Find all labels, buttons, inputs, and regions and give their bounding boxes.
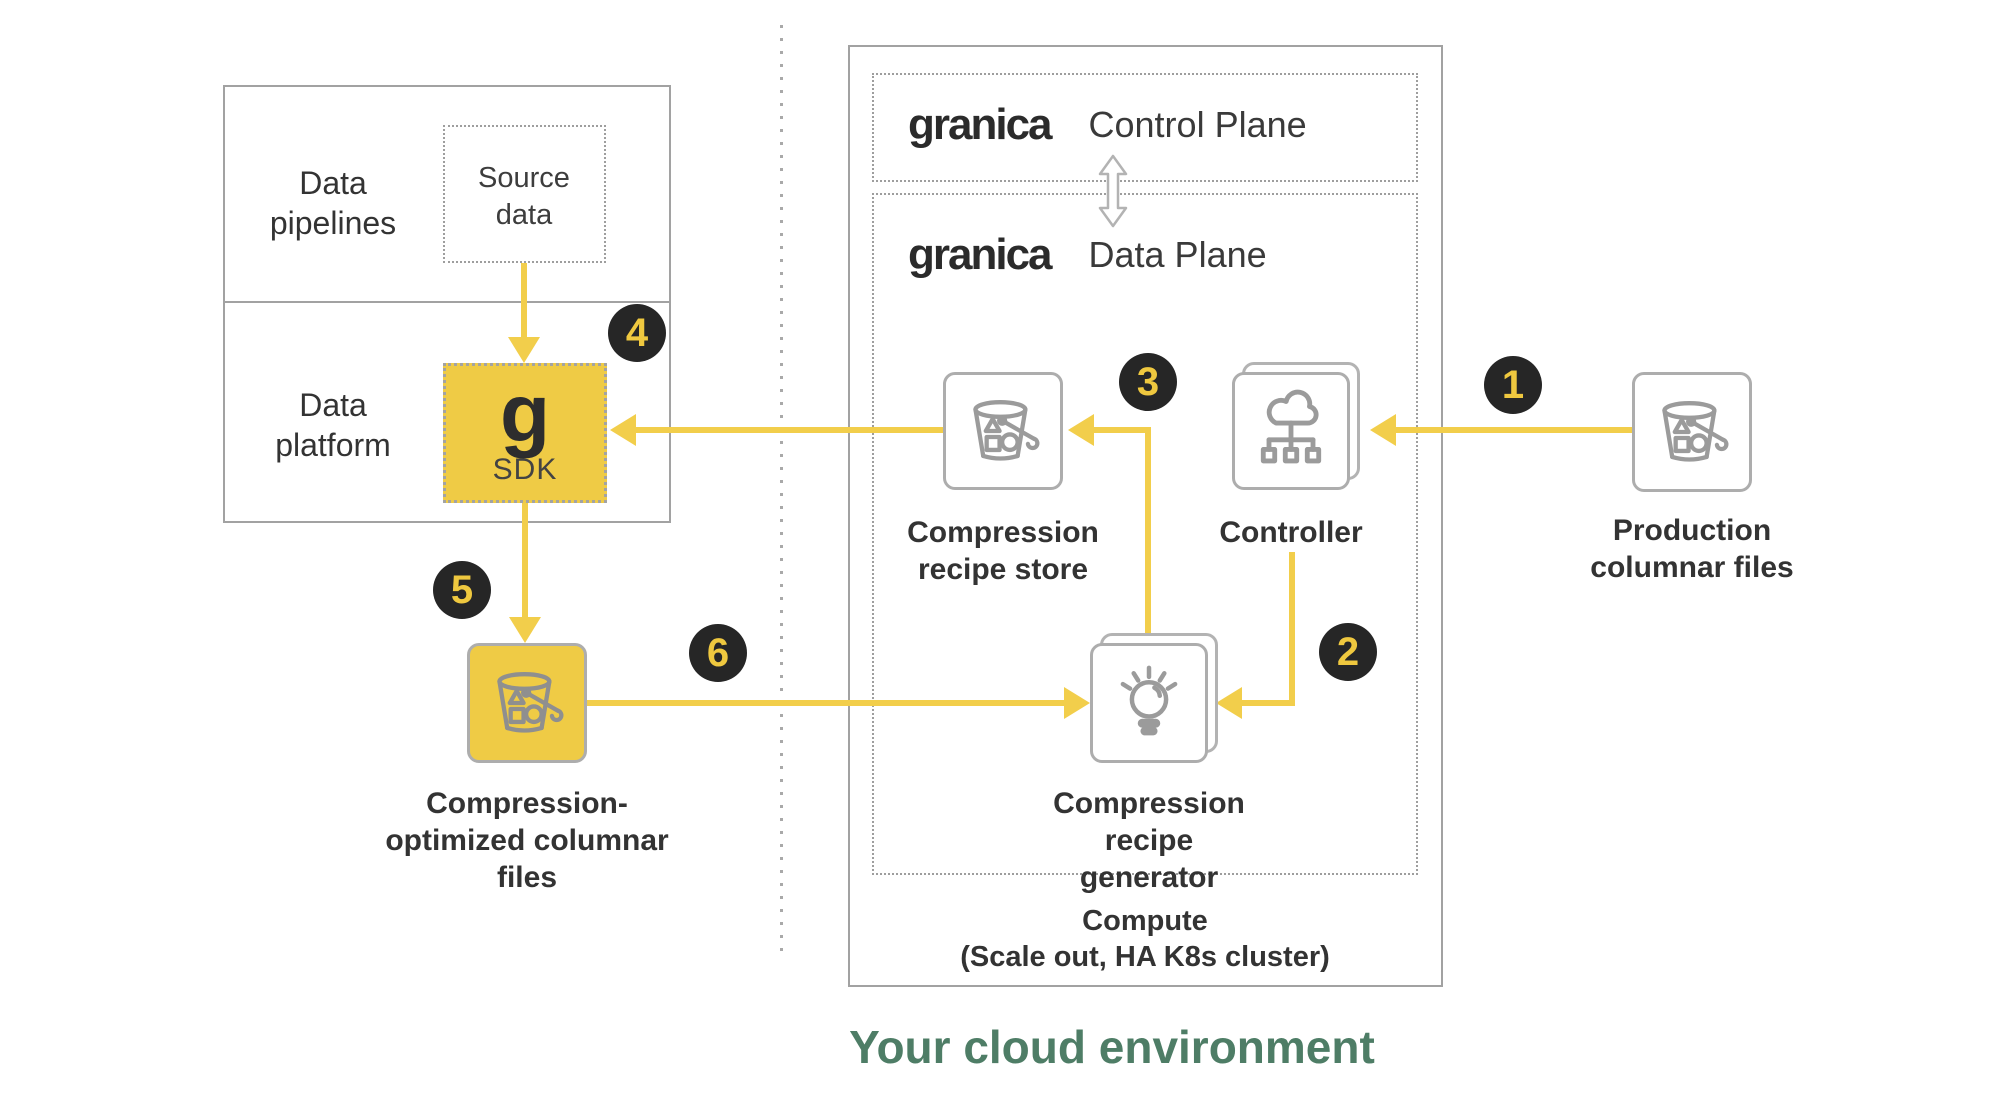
flow-arrowhead-6 bbox=[1064, 687, 1090, 719]
flow-line-4 bbox=[636, 427, 943, 433]
flow-arrowhead-5 bbox=[509, 617, 541, 643]
data-plane-box bbox=[872, 193, 1418, 875]
data-plane-label: Data Plane bbox=[1088, 234, 1267, 275]
flow-line-2-vertical bbox=[1289, 552, 1295, 706]
granica-logo: granica bbox=[908, 100, 1053, 149]
sdk-label: SDK bbox=[492, 452, 558, 486]
environment-separator bbox=[780, 25, 783, 953]
flow-line-2-horizontal bbox=[1242, 700, 1295, 706]
step-badge-5: 5 bbox=[433, 561, 491, 619]
bucket-icon bbox=[1662, 401, 1729, 462]
control-plane-label: Control Plane bbox=[1088, 104, 1307, 145]
granica-sdk-node: g SDK bbox=[443, 363, 607, 503]
control-data-sync-arrow-icon bbox=[1098, 154, 1128, 228]
recipe-generator-label: Compression recipe generator bbox=[1053, 787, 1245, 894]
control-plane-header: granica Control Plane bbox=[908, 100, 1307, 150]
step-badge-2: 2 bbox=[1319, 623, 1377, 681]
bucket-icon bbox=[973, 400, 1040, 461]
controller-label: Controller bbox=[1219, 516, 1363, 549]
flow-arrowhead-4 bbox=[610, 414, 636, 446]
flow-line-3-horizontal bbox=[1094, 427, 1151, 433]
cloud-network-icon bbox=[1260, 389, 1322, 464]
source-data-box bbox=[443, 125, 606, 263]
panel-divider bbox=[223, 301, 671, 303]
flow-arrowhead-source-to-sdk bbox=[508, 337, 540, 363]
flow-line-1 bbox=[1396, 427, 1632, 433]
bucket-icon bbox=[497, 672, 564, 733]
recipe-generator-node bbox=[1090, 643, 1208, 763]
flow-arrowhead-1 bbox=[1370, 414, 1396, 446]
step-badge-6: 6 bbox=[689, 624, 747, 682]
granica-logo: granica bbox=[908, 230, 1053, 279]
production-files-node bbox=[1632, 372, 1752, 492]
recipe-store-label: Compression recipe store bbox=[907, 516, 1099, 586]
controller-node bbox=[1232, 372, 1350, 490]
flow-line-6 bbox=[587, 700, 1064, 706]
granica-g-logo: g bbox=[499, 368, 551, 460]
data-pipelines-label: Data pipelines bbox=[269, 165, 397, 241]
flow-line-3-vertical bbox=[1145, 427, 1151, 639]
flow-line-source-to-sdk bbox=[521, 263, 527, 339]
cloud-environment-box bbox=[848, 45, 1443, 987]
control-plane-box bbox=[872, 73, 1418, 182]
compute-label: Compute (Scale out, HA K8s cluster) bbox=[960, 905, 1330, 973]
recipe-store-node bbox=[943, 372, 1063, 490]
flow-arrowhead-3 bbox=[1068, 414, 1094, 446]
data-platform-label: Data platform bbox=[275, 387, 391, 463]
flow-arrowhead-2 bbox=[1216, 687, 1242, 719]
data-plane-header: granica Data Plane bbox=[908, 230, 1267, 280]
cloud-environment-caption: Your cloud environment bbox=[849, 1021, 1375, 1073]
lightbulb-icon bbox=[1120, 665, 1178, 736]
production-files-label: Production columnar files bbox=[1590, 514, 1794, 584]
compressed-files-label: Compression- optimized columnar files bbox=[385, 787, 669, 894]
step-badge-1: 1 bbox=[1484, 356, 1542, 414]
compressed-files-node bbox=[467, 643, 587, 763]
flow-line-5 bbox=[522, 503, 528, 617]
source-data-label: Source data bbox=[478, 162, 570, 231]
step-badge-4: 4 bbox=[608, 304, 666, 362]
step-badge-3: 3 bbox=[1119, 353, 1177, 411]
